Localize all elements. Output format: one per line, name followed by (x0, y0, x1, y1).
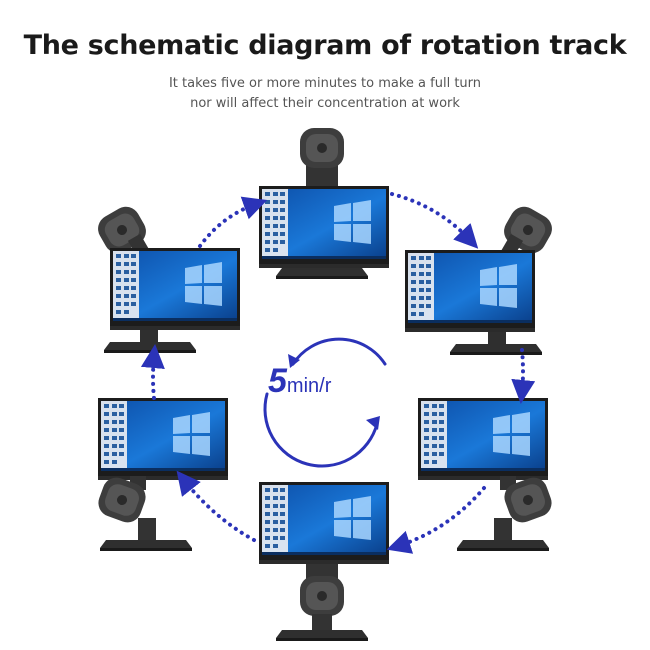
monitor-top (259, 128, 389, 279)
circular-arrow-icon (263, 337, 387, 468)
monitor-lower-left (94, 398, 228, 551)
monitor-upper-left (92, 201, 240, 353)
speed-number: 5 (268, 362, 287, 400)
diagram-title: The schematic diagram of rotation track (23, 30, 627, 61)
dotted-arrow-icon (176, 470, 256, 542)
dotted-arrow-icon (198, 196, 268, 248)
subtitle-line-2: nor will affect their concentration at w… (190, 96, 460, 111)
subtitle-line-1: It takes five or more minutes to make a … (168, 76, 482, 91)
dotted-arrow-icon (386, 486, 486, 554)
monitor-bottom (259, 482, 389, 641)
dotted-arrow-icon (511, 348, 536, 404)
dotted-arrow-icon (390, 192, 479, 249)
rotation-speed-label: 5min/r (268, 362, 388, 401)
speed-unit: min/r (286, 375, 332, 397)
monitor-upper-right (405, 201, 558, 355)
dotted-arrow-icon (140, 344, 165, 400)
dotted-arrows (140, 192, 536, 554)
monitor-lower-right (418, 398, 556, 551)
